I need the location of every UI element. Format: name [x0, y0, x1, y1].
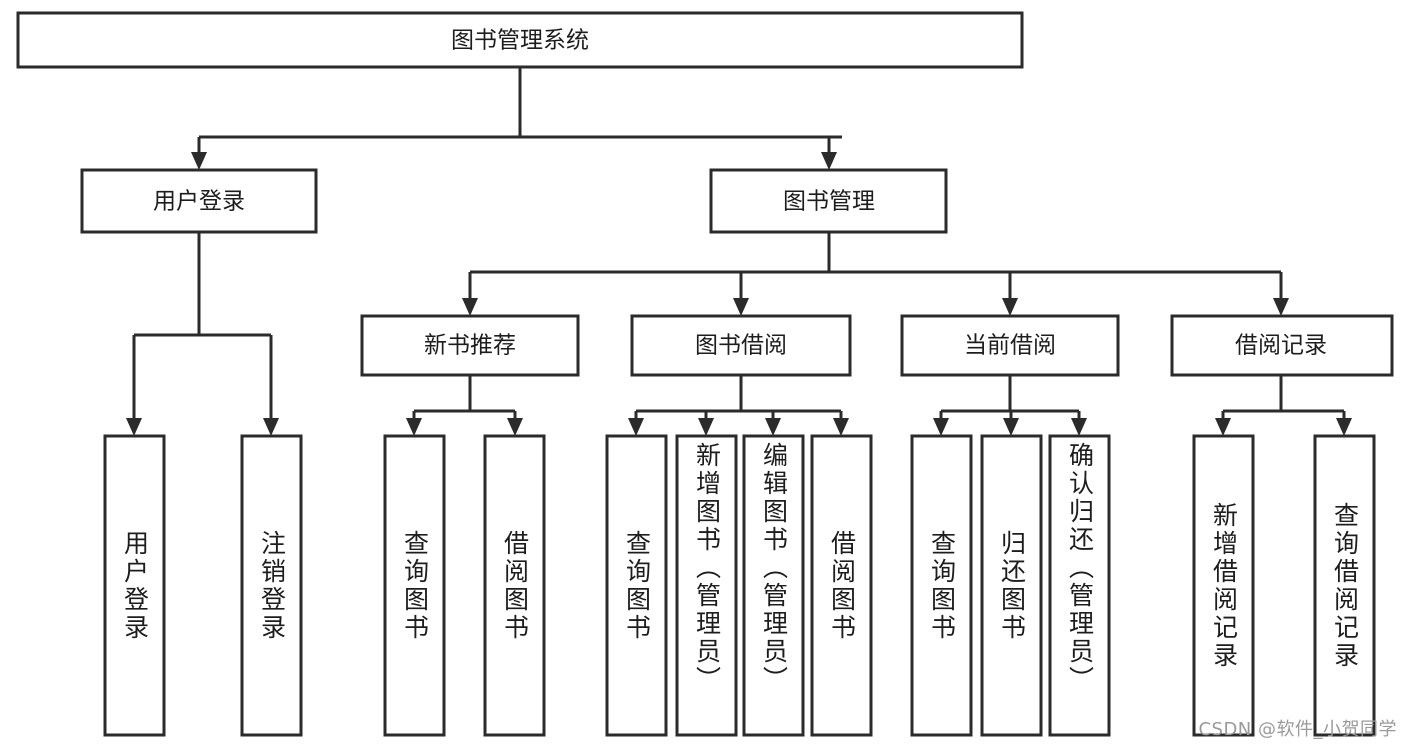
node-book-borrow-rect[interactable]	[630, 314, 852, 377]
node-book-borrow-label: 图书借阅	[695, 333, 787, 359]
arrowhead-borrow-records	[1273, 298, 1289, 316]
arrowhead-borrow	[733, 298, 749, 316]
arrowhead-leaf-borrow-book-2	[833, 418, 849, 436]
connector-group-borrow-children	[628, 375, 849, 436]
connector-group-root-to-level2	[191, 67, 842, 170]
arrowhead-leaf-borrow-book-1	[507, 418, 523, 436]
node-leaf-edit-book-rect[interactable]	[742, 434, 805, 737]
node-user-login-label: 用户登录	[153, 189, 245, 215]
node-new-book-recommend-rect[interactable]	[360, 314, 580, 377]
node-leaf-add-record-rect[interactable]	[1192, 434, 1255, 737]
node-borrow-records[interactable]: 借阅记录	[1170, 314, 1394, 377]
node-borrow-records-rect[interactable]	[1170, 314, 1394, 377]
node-leaf-user-login-rect[interactable]	[103, 434, 166, 737]
connector-group-book-mgmt-children	[462, 232, 1289, 316]
node-book-borrow[interactable]: 图书借阅	[630, 314, 852, 377]
arrowhead-leaf-query-book-2	[628, 418, 644, 436]
arrowhead-leaf-edit-book	[765, 418, 781, 436]
connector-group-new-books-children	[406, 375, 523, 436]
arrowhead-leaf-logout	[263, 418, 279, 436]
watermark: CSDN @软件_小贺同学	[1198, 719, 1397, 740]
node-leaf-query-book-1-rect[interactable]	[383, 434, 446, 737]
arrowhead-leaf-query-record	[1336, 418, 1352, 436]
arrowhead-user-login	[191, 152, 207, 170]
node-leaf-query-book-2-rect[interactable]	[605, 434, 668, 737]
connector-group-user-login-children	[126, 232, 279, 436]
node-book-management-label: 图书管理	[783, 189, 875, 215]
arrowhead-new-books	[462, 298, 478, 316]
arrowhead-leaf-query-book-3	[933, 418, 949, 436]
arrowhead-leaf-add-record	[1215, 418, 1231, 436]
node-book-management-rect[interactable]	[709, 168, 948, 234]
node-leaf-borrow-book-1-rect[interactable]	[483, 434, 546, 737]
node-current-borrow-rect[interactable]	[900, 314, 1120, 377]
arrowhead-leaf-query-book-1	[406, 418, 422, 436]
arrowhead-book-mgmt	[821, 152, 837, 170]
connector-group-borrow-records-children	[1215, 375, 1352, 436]
node-root[interactable]: 图书管理系统	[16, 11, 1024, 69]
arrowhead-leaf-return-book	[1003, 418, 1019, 436]
node-user-login-rect[interactable]	[80, 168, 318, 234]
node-leaf-add-book-rect[interactable]	[675, 434, 738, 737]
arrowhead-leaf-confirm-return	[1071, 418, 1087, 436]
node-root-label: 图书管理系统	[451, 28, 589, 54]
node-borrow-records-label: 借阅记录	[1235, 333, 1327, 359]
node-new-book-recommend-label: 新书推荐	[424, 333, 516, 359]
connector-group-current-borrow-children	[933, 375, 1087, 436]
arrowhead-leaf-user-login	[126, 418, 142, 436]
node-leaf-confirm-return-rect[interactable]	[1048, 434, 1111, 737]
node-current-borrow[interactable]: 当前借阅	[900, 314, 1120, 377]
node-leaf-return-book-rect[interactable]	[980, 434, 1043, 737]
node-leaf-logout-rect[interactable]	[240, 434, 303, 737]
node-user-login[interactable]: 用户登录	[80, 168, 318, 234]
node-leaf-query-record-rect[interactable]	[1313, 434, 1376, 737]
node-leaf-borrow-book-2-rect[interactable]	[810, 434, 873, 737]
arrowhead-leaf-add-book	[698, 418, 714, 436]
arrowhead-current-borrow	[1002, 298, 1018, 316]
node-leaf-query-book-3-rect[interactable]	[910, 434, 973, 737]
node-current-borrow-label: 当前借阅	[964, 333, 1056, 359]
node-root-rect[interactable]	[16, 11, 1024, 69]
node-new-book-recommend[interactable]: 新书推荐	[360, 314, 580, 377]
node-book-management[interactable]: 图书管理	[709, 168, 948, 234]
